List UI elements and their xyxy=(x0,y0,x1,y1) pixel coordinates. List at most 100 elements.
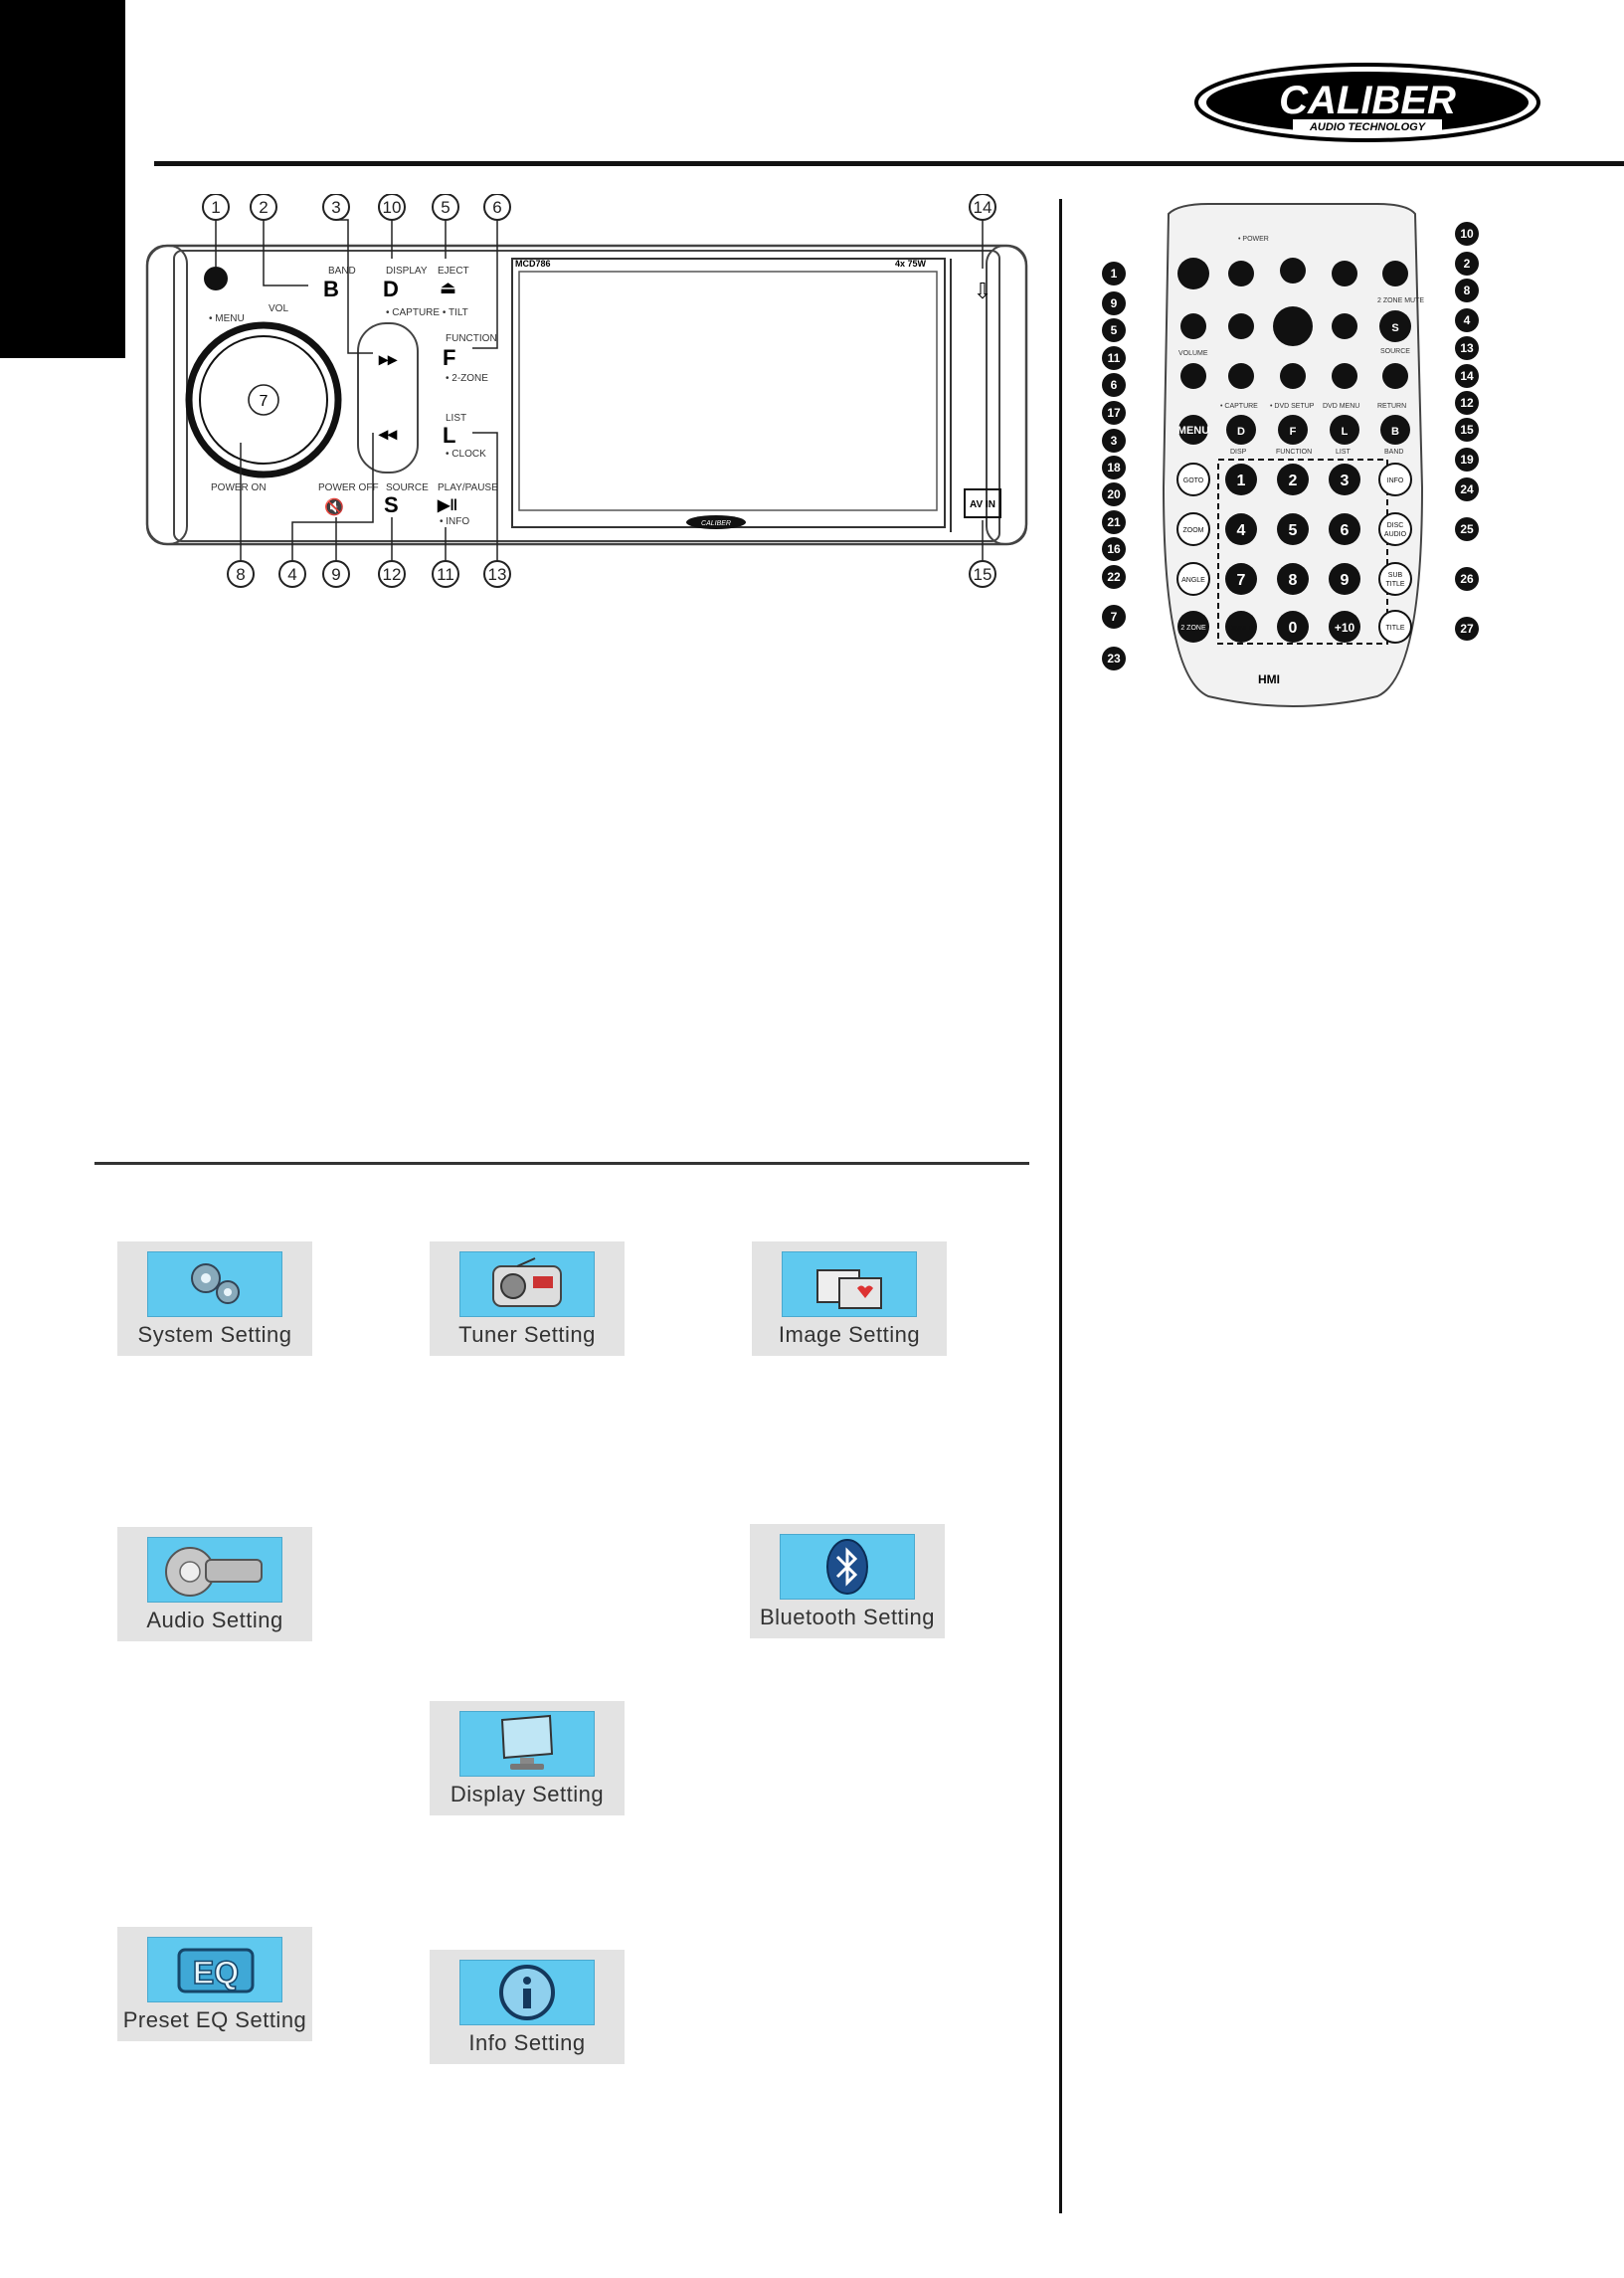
remote-dvd-setup-label: • DVD SETUP xyxy=(1270,403,1315,410)
callout-8: 8 xyxy=(236,565,245,584)
knob-number: 7 xyxy=(260,393,269,410)
label-clock: • CLOCK xyxy=(446,449,486,460)
label-play-pause: PLAY/PAUSE xyxy=(438,482,498,493)
label-capture-tilt: • CAPTURE • TILT xyxy=(386,307,468,318)
svg-text:⏏: ⏏ xyxy=(440,278,456,297)
remote-callout-10: 10 xyxy=(1460,227,1474,241)
caliber-logo: CALIBER AUDIO TECHNOLOGY xyxy=(1194,63,1540,142)
remote-callout-12: 12 xyxy=(1460,396,1474,410)
remote-digit-7: 7 xyxy=(1237,572,1246,589)
tile-image-setting[interactable]: Image Setting xyxy=(752,1241,947,1356)
remote-digit-0: 0 xyxy=(1289,620,1298,637)
remote-callout-23: 23 xyxy=(1107,652,1121,665)
section-tab-block xyxy=(0,0,125,358)
key-b: B xyxy=(323,277,339,301)
remote-key-title: TITLE xyxy=(1385,625,1404,632)
key-d: D xyxy=(383,277,399,301)
svg-text:🔇: 🔇 xyxy=(324,497,344,516)
tile-bluetooth-setting[interactable]: Bluetooth Setting xyxy=(750,1524,945,1638)
remote-key-2zone: 2 ZONE xyxy=(1180,625,1206,632)
remote-key-dimmer: DIMMER xyxy=(1229,626,1254,632)
remote-callout-13: 13 xyxy=(1460,341,1474,355)
tile-label: Display Setting xyxy=(450,1782,605,1806)
remote-control: • POWER VOLUME SOURCE 2 ZONE MUTE • CAPT… xyxy=(1102,203,1479,707)
callout-11: 11 xyxy=(437,565,454,584)
remote-callout-2: 2 xyxy=(1464,257,1471,271)
tile-display-setting[interactable]: Display Setting xyxy=(430,1701,625,1815)
label-function: FUNCTION xyxy=(446,333,497,344)
key-l: L xyxy=(443,423,455,448)
key-f: F xyxy=(443,345,455,370)
remote-key-sub: SUB xyxy=(1388,572,1403,579)
label-source: SOURCE xyxy=(386,482,429,493)
label-menu: • MENU xyxy=(209,313,245,324)
label-power-off: POWER OFF xyxy=(318,482,379,493)
callout-1: 1 xyxy=(211,198,220,217)
remote-digit-plus10: +10 xyxy=(1335,621,1355,635)
remote-digit-9: 9 xyxy=(1341,572,1350,589)
label-display: DISPLAY xyxy=(386,266,428,277)
remote-brand: HMI xyxy=(1258,672,1280,686)
remote-volume-label: VOLUME xyxy=(1178,350,1208,357)
remote-key-angle: ANGLE xyxy=(1181,577,1205,584)
callout-2: 2 xyxy=(259,198,268,217)
label-info: • INFO xyxy=(440,516,469,527)
power-rating: 4x 75W xyxy=(895,259,927,269)
remote-callout-24: 24 xyxy=(1460,482,1474,496)
label-two-zone: • 2-ZONE xyxy=(446,373,488,384)
remote-callout-26: 26 xyxy=(1460,572,1474,586)
remote-key-menu: MENU xyxy=(1177,425,1209,437)
label-vol: VOL xyxy=(269,303,288,314)
remote-key-info: INFO xyxy=(1387,477,1404,484)
label-list: LIST xyxy=(446,413,466,424)
remote-callout-6: 6 xyxy=(1111,378,1118,392)
remote-key-f: F xyxy=(1290,426,1297,438)
tile-info-setting[interactable]: Info Setting xyxy=(430,1950,625,2064)
photo-icon xyxy=(782,1251,917,1317)
remote-callout-16: 16 xyxy=(1107,542,1121,556)
tile-tuner-setting[interactable]: Tuner Setting xyxy=(430,1241,625,1356)
av-in-label: AV IN xyxy=(970,499,995,510)
svg-text:▸▸: ▸▸ xyxy=(378,349,398,369)
tile-label: Info Setting xyxy=(468,2030,586,2055)
tile-label: Preset EQ Setting xyxy=(122,2007,307,2032)
monitor-icon xyxy=(459,1711,595,1777)
remote-callout-17: 17 xyxy=(1107,406,1121,420)
remote-callout-1: 1 xyxy=(1111,267,1118,281)
svg-text:◂◂: ◂◂ xyxy=(378,424,398,444)
callout-15: 15 xyxy=(974,565,992,584)
callout-4: 4 xyxy=(287,565,296,584)
label-band: BAND xyxy=(328,266,356,277)
remote-digit-4: 4 xyxy=(1237,522,1246,539)
tile-system-setting[interactable]: System Setting xyxy=(117,1241,312,1356)
screen-logo: CALIBER xyxy=(701,520,731,527)
tile-label: Audio Setting xyxy=(146,1608,283,1632)
remote-callout-3: 3 xyxy=(1111,434,1118,448)
tile-label: Tuner Setting xyxy=(458,1322,596,1347)
callout-14: 14 xyxy=(974,198,992,217)
remote-callout-8: 8 xyxy=(1464,284,1471,297)
remote-callout-9: 9 xyxy=(1111,296,1118,310)
callout-6: 6 xyxy=(492,198,501,217)
remote-list-label: LIST xyxy=(1336,449,1352,456)
callout-10: 10 xyxy=(383,198,402,217)
remote-callout-15: 15 xyxy=(1460,423,1474,437)
remote-callout-18: 18 xyxy=(1107,461,1121,475)
section-rule xyxy=(94,1162,1029,1165)
remote-return-label: RETURN xyxy=(1377,403,1406,410)
label-power-on: POWER ON xyxy=(211,482,267,493)
remote-digit-2: 2 xyxy=(1289,473,1298,489)
remote-key-subtitle: TITLE xyxy=(1385,581,1404,588)
remote-band-label: BAND xyxy=(1384,449,1403,456)
tile-audio-setting[interactable]: Audio Setting xyxy=(117,1527,312,1641)
tile-preset-eq-setting[interactable]: EQ Preset EQ Setting xyxy=(117,1927,312,2041)
logo-text: CALIBER xyxy=(1279,79,1456,122)
callout-3: 3 xyxy=(331,198,340,217)
remote-key-b: B xyxy=(1391,426,1399,438)
remote-digit-1: 1 xyxy=(1237,473,1246,489)
remote-callout-4: 4 xyxy=(1464,313,1471,327)
column-divider xyxy=(1059,199,1062,2213)
remote-disp-label: DISP xyxy=(1230,449,1247,456)
remote-digit-6: 6 xyxy=(1341,522,1350,539)
remote-callout-27: 27 xyxy=(1460,622,1474,636)
